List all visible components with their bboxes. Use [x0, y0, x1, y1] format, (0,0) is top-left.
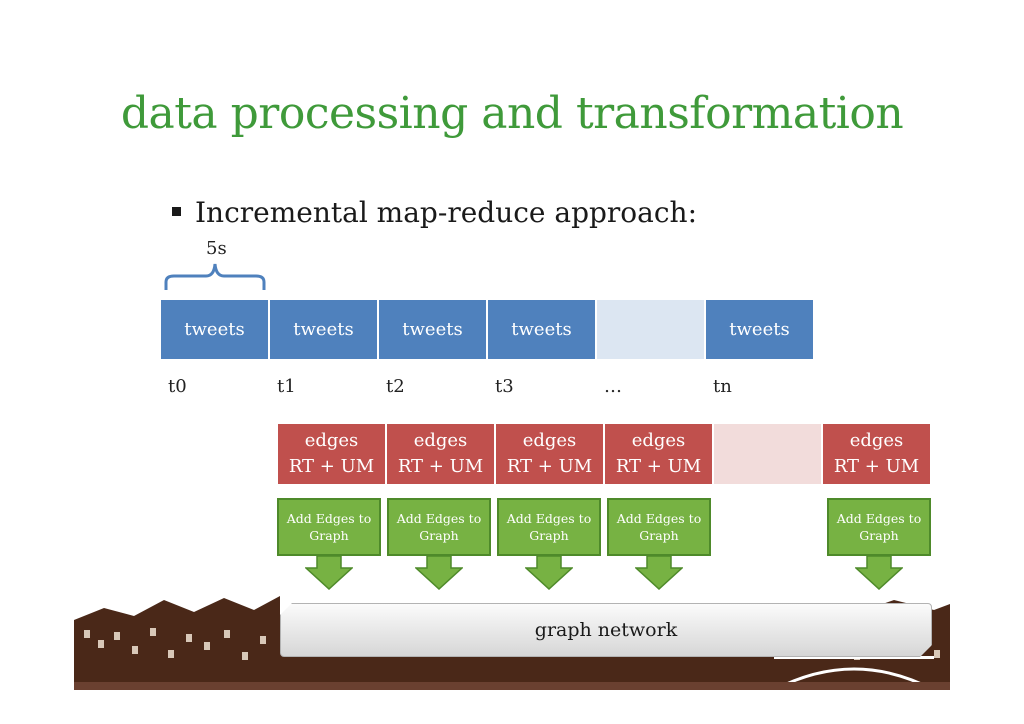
- edges-line2: RT + UM: [397, 456, 484, 477]
- tweets-cell: tweets: [270, 300, 378, 359]
- edges-cell: edges RT + UM: [496, 424, 604, 484]
- add-edges-line2: Graph: [309, 528, 349, 543]
- edges-cell: edges RT + UM: [278, 424, 386, 484]
- edges-line1: edges: [413, 430, 468, 451]
- tweets-cell-empty: [597, 300, 705, 359]
- add-edges-line1: Add Edges to: [836, 511, 922, 526]
- time-label: t1: [277, 376, 296, 397]
- time-label: t3: [495, 376, 514, 397]
- edges-cell: edges RT + UM: [605, 424, 713, 484]
- edges-cell: edges RT + UM: [387, 424, 495, 484]
- add-edges-line1: Add Edges to: [506, 511, 592, 526]
- time-label: t0: [168, 376, 187, 397]
- edges-cell-empty: [714, 424, 822, 484]
- bullet-text: Incremental map-reduce approach:: [195, 196, 698, 229]
- edges-line1: edges: [304, 430, 359, 451]
- bullet-square-icon: [172, 207, 181, 216]
- graph-network-box: graph network: [280, 603, 932, 657]
- down-arrow-icon: [525, 556, 573, 590]
- add-edges-line2: Graph: [419, 528, 459, 543]
- tweets-cell: tweets: [488, 300, 596, 359]
- edges-line2: RT + UM: [506, 456, 593, 477]
- add-edges-line2: Graph: [859, 528, 899, 543]
- add-edges-line2: Graph: [529, 528, 569, 543]
- tweets-cell: tweets: [379, 300, 487, 359]
- edges-line2: RT + UM: [288, 456, 375, 477]
- edges-line1: edges: [849, 430, 904, 451]
- down-arrow-icon: [305, 556, 353, 590]
- down-arrow-icon: [855, 556, 903, 590]
- tweets-cell: tweets: [161, 300, 269, 359]
- time-label: t2: [386, 376, 405, 397]
- edges-line1: edges: [522, 430, 577, 451]
- add-edges-line1: Add Edges to: [286, 511, 372, 526]
- add-edges-box: Add Edges to Graph: [387, 498, 491, 556]
- down-arrow-icon: [415, 556, 463, 590]
- slide-title: data processing and transformation: [120, 88, 904, 139]
- brace-icon: [164, 263, 266, 290]
- time-label: …: [604, 376, 622, 397]
- edges-cell: edges RT + UM: [823, 424, 931, 484]
- edges-line1: edges: [631, 430, 686, 451]
- add-edges-line1: Add Edges to: [616, 511, 702, 526]
- tweets-cell: tweets: [706, 300, 814, 359]
- add-edges-line2: Graph: [639, 528, 679, 543]
- add-edges-box: Add Edges to Graph: [827, 498, 931, 556]
- down-arrow-icon: [635, 556, 683, 590]
- add-edges-box: Add Edges to Graph: [607, 498, 711, 556]
- interval-label: 5s: [206, 238, 227, 259]
- bullet-item: Incremental map-reduce approach:: [172, 196, 697, 229]
- time-label: tn: [713, 376, 732, 397]
- edges-line2: RT + UM: [615, 456, 702, 477]
- add-edges-line1: Add Edges to: [396, 511, 482, 526]
- add-edges-box: Add Edges to Graph: [497, 498, 601, 556]
- edges-line2: RT + UM: [833, 456, 920, 477]
- add-edges-box: Add Edges to Graph: [277, 498, 381, 556]
